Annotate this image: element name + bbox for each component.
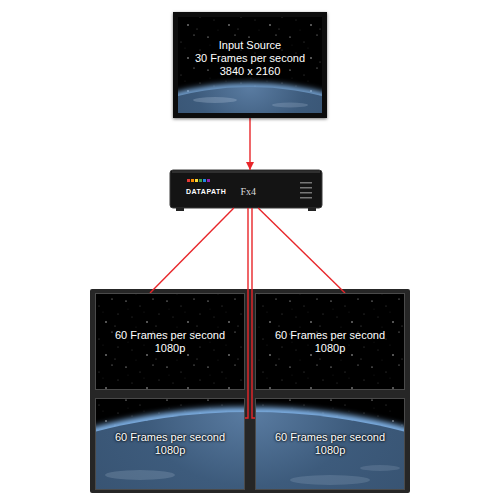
logo-square — [203, 179, 206, 182]
earth-horizon — [178, 87, 322, 113]
screen-caption: 1080p — [315, 342, 346, 355]
atmosphere-glow — [178, 87, 322, 113]
screen-caption: 60 Frames per second — [275, 431, 385, 444]
monitor-caption: 3840 x 2160 — [220, 65, 281, 78]
source-monitor: Input Source30 Frames per second3840 x 2… — [173, 12, 327, 118]
panel-marking — [300, 197, 312, 199]
cloud — [290, 475, 370, 485]
starfield — [255, 293, 405, 390]
display-screen: 60 Frames per second1080p — [95, 293, 245, 390]
panel-marking — [300, 182, 312, 184]
panel-marking — [300, 192, 312, 194]
video-controller: DATAPATH Fx4 — [170, 170, 322, 208]
device-logo: DATAPATH — [186, 187, 226, 196]
atmosphere-glow — [0, 412, 500, 500]
cloud — [193, 97, 237, 103]
cloud — [105, 470, 175, 480]
device-logo: Fx4 — [240, 186, 256, 197]
cloud — [272, 103, 308, 108]
monitor-caption: Input Source — [219, 39, 281, 52]
display-screen: 60 Frames per second1080p — [95, 398, 245, 490]
panel-marking — [300, 187, 312, 189]
cloud — [360, 465, 400, 471]
logo-square — [199, 179, 202, 182]
signal-line — [258, 208, 345, 293]
display-screen: 60 Frames per second1080p — [255, 398, 405, 490]
starfield — [95, 293, 245, 390]
device-edge — [172, 172, 320, 173]
screen-caption: 1080p — [155, 342, 186, 355]
logo-square — [207, 179, 210, 182]
earth-horizon — [0, 412, 500, 500]
screen-backdrop — [255, 293, 405, 390]
monitor-caption: 30 Frames per second — [195, 52, 305, 65]
screen-backdrop — [95, 293, 245, 390]
logo-square — [191, 179, 194, 182]
signal-line — [245, 208, 248, 418]
signal-line — [249, 118, 250, 170]
device-foot — [308, 208, 316, 211]
screen-caption: 1080p — [315, 444, 346, 457]
logo-square — [195, 179, 198, 182]
device-body — [170, 170, 322, 208]
screen-caption: 1080p — [155, 444, 186, 457]
screen-caption: 60 Frames per second — [115, 329, 225, 342]
logo-square — [187, 179, 190, 182]
device-foot — [176, 208, 184, 211]
screen-caption: 60 Frames per second — [275, 329, 385, 342]
screen-caption: 60 Frames per second — [115, 431, 225, 444]
signal-line — [150, 208, 234, 293]
display-screen: 60 Frames per second1080p — [255, 293, 405, 390]
